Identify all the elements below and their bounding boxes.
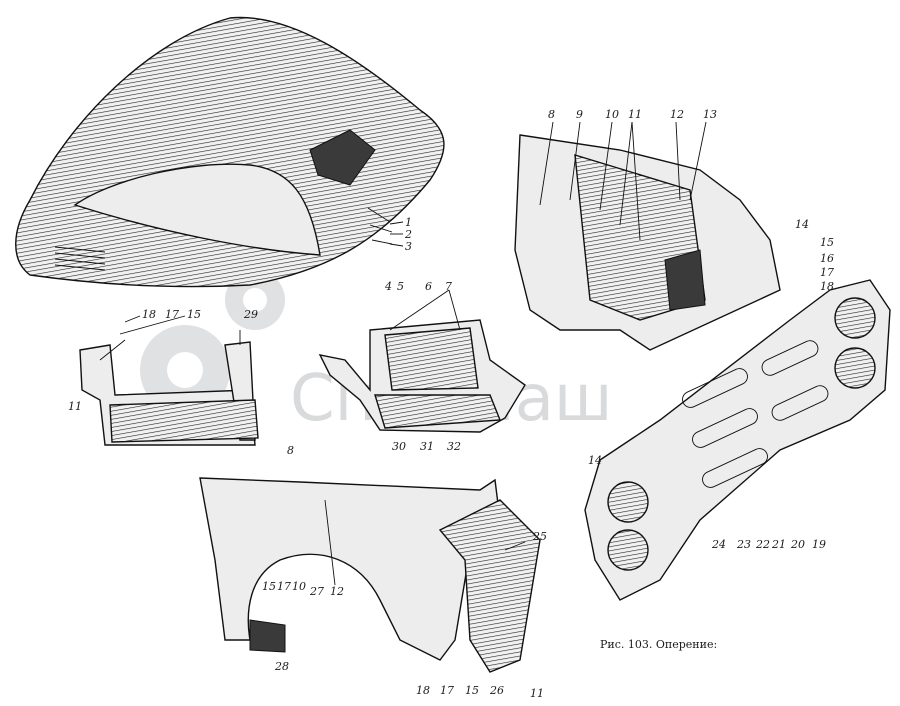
callout-label: 24	[711, 538, 726, 551]
step-part	[79, 330, 259, 446]
callout-label: 28	[274, 660, 289, 673]
callout-label: 11	[628, 108, 642, 121]
callout-label: 20	[790, 538, 805, 551]
callout-label: 18	[416, 684, 430, 697]
callout-label: 23	[736, 538, 751, 551]
callout-label: 19	[812, 538, 826, 551]
callout-label: 15	[262, 580, 276, 593]
callout-label: 10	[292, 580, 306, 593]
callouts-fender: 8 12 27 15 17 10 28 25 18 17 15 26 11	[262, 444, 547, 700]
callout-label: 2	[404, 228, 412, 241]
figure-caption: Рис. 103. Оперение:	[600, 638, 717, 651]
callout-label: 3	[405, 240, 412, 253]
callout-label: 4	[384, 280, 392, 293]
callout-label: 17	[440, 684, 454, 697]
callout-label: 26	[489, 684, 504, 697]
callouts-step: 18 17 15 29 11	[68, 308, 258, 413]
callout-label: 8	[287, 444, 294, 457]
callout-label: 15	[187, 308, 201, 321]
callout-label: 11	[530, 687, 544, 700]
callout-label: 27	[309, 585, 324, 598]
callout-label: 21	[771, 538, 786, 551]
callout-label: 32	[447, 440, 461, 453]
radiator-grille-part	[584, 279, 891, 601]
hood-part	[15, 16, 445, 288]
callout-label: 1	[405, 216, 412, 229]
callout-label: 15	[465, 684, 479, 697]
callout-label: 31	[420, 440, 434, 453]
callout-label: 17	[165, 308, 179, 321]
callout-label: 11	[68, 400, 82, 413]
callout-label: 12	[670, 108, 684, 121]
callout-label: 6	[425, 280, 432, 293]
fender-part	[199, 477, 541, 673]
callouts-grille-frame: 8 9 10 11 12 13 14 15 16 17 18	[548, 108, 834, 293]
callouts-bracket: 4 5 6 7 30 31 32	[384, 280, 461, 453]
callout-label: 14	[588, 454, 602, 467]
callout-label: 9	[576, 108, 583, 121]
leader-lines	[119, 121, 707, 586]
callout-label: 25	[532, 530, 547, 543]
callout-label: 8	[548, 108, 555, 121]
callout-label: 13	[703, 108, 717, 121]
callout-label: 12	[330, 585, 344, 598]
callouts-hood: 1 2 3	[404, 216, 412, 253]
callout-label: 18	[142, 308, 156, 321]
callout-label: 29	[243, 308, 258, 321]
callout-label: 17	[820, 266, 834, 279]
grille-frame-part	[514, 134, 781, 351]
callout-label: 7	[445, 280, 452, 293]
callout-label: 18	[820, 280, 834, 293]
callout-label: 17	[277, 580, 291, 593]
callout-label: 14	[795, 218, 809, 231]
bracket-part	[318, 319, 526, 433]
callouts-grille-bottom: 14 24 23 22 21 20 19	[588, 454, 826, 551]
callout-label: 10	[605, 108, 619, 121]
callout-label: 5	[397, 280, 404, 293]
callout-label: 16	[820, 252, 834, 265]
callout-label: 15	[820, 236, 834, 249]
callout-label: 30	[392, 440, 406, 453]
callout-label: 22	[755, 538, 770, 551]
hood-vent	[54, 246, 106, 271]
